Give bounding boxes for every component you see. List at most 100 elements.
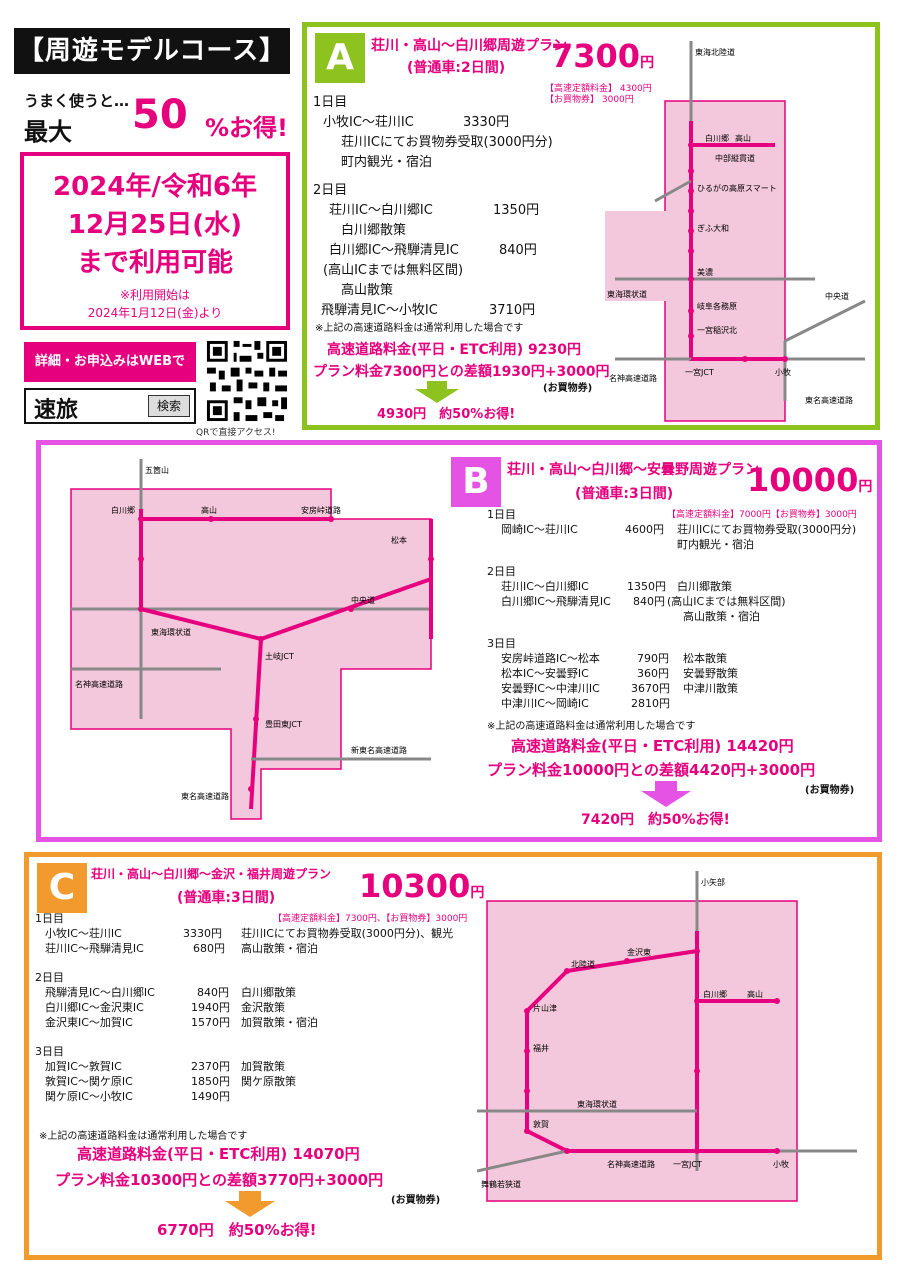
activity: 金沢散策 [241,1001,285,1014]
toll: 1940円 [191,1001,230,1014]
toll: 1350円 [627,580,666,593]
plan-c-panel: C 荘川・高山～白川郷～金沢・福井周遊プラン (普通車:3日間) 10300円 … [24,852,882,1260]
activity: 高山散策 [341,283,394,298]
map-label: 敦賀 [533,1119,549,1129]
activity: 白川郷散策 [341,223,407,238]
map-label: 高山 [735,133,751,143]
map-label: ぎふ大和 [697,223,729,233]
toll: 840円 [633,595,665,608]
map-label: 白川郷 [703,989,727,999]
map-label: 高山 [747,989,763,999]
plan-c-badge: C [37,863,87,913]
web-banner[interactable]: 詳細・お申込みはWEBで [24,342,196,382]
plan-a-fare-2: 【お買物券】 3000円 [545,95,634,105]
plan-a-route-map: 東海北陸道 白川郷 高山 中部縦貫道 ひるがの高原スマート ぎふ大和 美濃 東海… [605,41,866,422]
plan-a-difference: プラン料金7300円との差額1930円+3000円 [313,364,610,380]
plan-a-price-unit: 円 [640,55,655,71]
day-label: 1日目 [313,95,348,110]
route: 飛騨清見IC～白川郷IC [45,986,155,999]
map-label: 名神高速道路 [609,373,657,383]
activity: 安曇野散策 [683,667,738,680]
route: 金沢東IC～加賀IC [45,1016,133,1029]
plan-a-result: 4930円 約50%お得! [377,407,516,422]
route: 白川郷IC～飛騨清見IC [329,243,459,258]
discount-suffix: %お得! [205,114,288,142]
search-term: 速旅 [34,398,79,423]
plan-b-route-map: 五箇山 白川郷 高山 安房峠道路 松本 中央道 東海環状道 名神高速道路 土岐J… [70,459,434,820]
plan-b-badge: B [451,457,501,507]
plan-b-car: (普通車:3日間) [575,486,674,502]
route: 小牧IC～荘川IC [323,115,414,130]
map-label: 美濃 [697,267,713,277]
plan-c-note: ※上記の高速道路料金は通常利用した場合です [39,1131,248,1142]
plan-c-price-value: 10300 [359,867,471,905]
day-label: 2日目 [313,183,348,198]
map-label: 東海環状道 [607,289,647,299]
route: 小牧IC～荘川IC [45,927,122,940]
map-label: 一宮JCT [673,1159,702,1169]
map-label: 岐阜各務原 [697,301,737,311]
map-label: 東海北陸道 [695,47,735,57]
plan-b-panel: 五箇山 白川郷 高山 安房峠道路 松本 中央道 東海環状道 名神高速道路 土岐J… [36,440,882,842]
plan-c-highway-fare: 高速道路料金(平日・ETC利用) 14070円 [77,1145,360,1163]
toll: 680円 [193,942,225,955]
map-label: 小牧 [773,1159,789,1169]
route: 松本IC～安曇野IC [501,667,589,680]
down-arrow-icon [225,1191,275,1217]
plan-b-price-unit: 円 [858,479,873,495]
map-label: 豊田東JCT [265,719,302,729]
toll: 2370円 [191,1060,230,1073]
page-title: 【周遊モデルコース】 [14,28,290,74]
map-label: 中央道 [825,291,849,301]
map-label: 小矢部 [701,877,725,887]
toll: 1350円 [493,203,540,218]
map-label: 小牧 [775,367,791,377]
route: 加賀IC～敦賀IC [45,1060,122,1073]
search-button[interactable]: 検索 [148,395,190,417]
day-label: 1日目 [35,912,64,925]
plan-c-route-map: 小矢部 金沢東 北陸道 片山津 福井 敦賀 白川郷 高山 東海環状道 名神高速道… [477,871,857,1202]
toll: 4600円 [625,523,664,536]
day-label: 1日目 [487,508,516,521]
note: (高山ICまでは無料区間) [667,595,786,608]
map-label: 土岐JCT [265,651,294,661]
plan-c-title: 荘川・高山～白川郷～金沢・福井周遊プラン [91,867,332,881]
map-label: 高山 [201,505,217,515]
route: 安曇野IC～中津川IC [501,682,600,695]
toll: 3330円 [463,115,510,130]
map-label: 一宮JCT [685,367,714,377]
toll: 840円 [197,986,229,999]
plan-a-panel: A 荘川・高山～白川郷周遊プラン (普通車:2日間) 7300円 【高速定額料金… [302,22,880,430]
route: 中津川IC～岡崎IC [501,697,589,710]
plan-c-car: (普通車:3日間) [177,890,276,906]
day-label: 3日目 [35,1045,64,1058]
plan-c-result: 6770円 約50%お得! [157,1221,317,1239]
plan-a-title: 荘川・高山～白川郷周遊プラン [371,38,567,54]
map-label: 白川郷 [705,133,729,143]
map-label: 北陸道 [571,959,595,969]
plan-c-price: 10300円 [359,867,484,905]
plan-b-fare: 【高速定額料金】7000円【お買物券】3000円 [667,510,857,520]
plan-c-price-unit: 円 [470,885,485,901]
route: 安房峠道路IC～松本 [501,652,600,665]
plan-b-note: ※上記の高速道路料金は通常利用した場合です [487,721,696,732]
toll: 3670円 [631,682,670,695]
search-box[interactable]: 速旅 検索 [24,388,196,424]
note: (高山ICまでは無料区間) [323,263,464,278]
day-label: 2日目 [487,565,516,578]
activity: 荘川ICにてお買物券受取(3000円分)、観光 [241,927,454,940]
activity: 町内観光・宿泊 [677,538,754,551]
map-label: 新東名高速道路 [351,745,407,755]
toll: 1850円 [191,1075,230,1088]
plan-a-badge: A [315,33,365,83]
discount-number: 50 [132,92,188,138]
validity-line-3: まで利用可能 [76,248,233,278]
plan-b-voucher: (お買物券) [805,785,855,796]
map-label: 金沢東 [627,947,651,957]
qr-code-icon[interactable] [204,338,290,424]
plan-c-voucher: (お買物券) [391,1195,441,1206]
plan-a-voucher: (お買物券) [543,383,593,394]
toll: 1570円 [191,1016,230,1029]
lead-max: 最大 [24,118,72,146]
map-label: 名神高速道路 [75,679,123,689]
